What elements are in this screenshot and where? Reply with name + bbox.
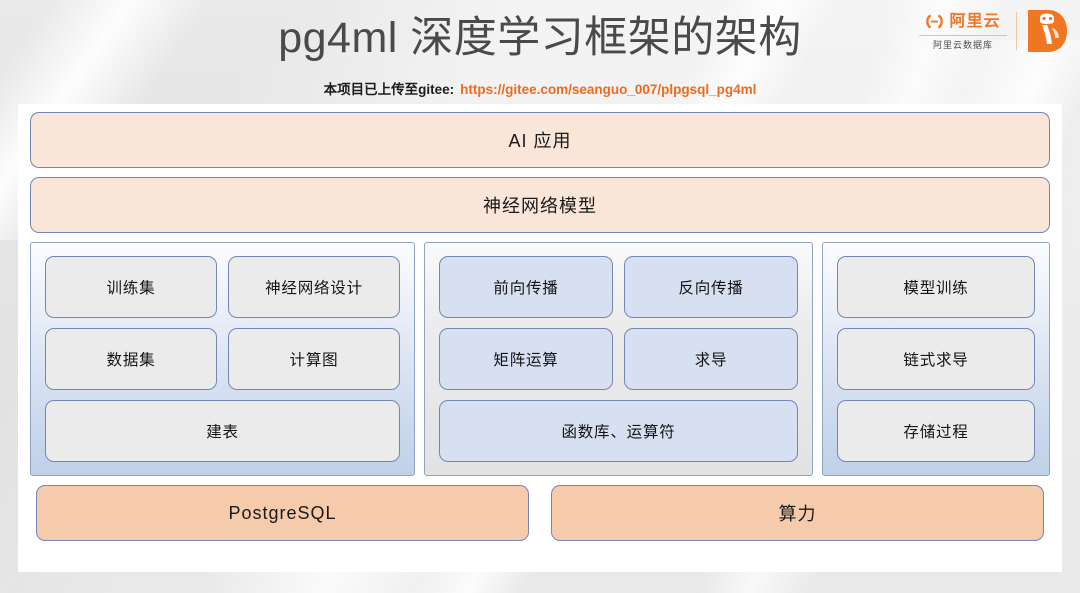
page-title: pg4ml 深度学习框架的架构 <box>278 14 802 62</box>
layer-compute-power: 算力 <box>551 485 1044 541</box>
slide-header: pg4ml 深度学习框架的架构 本项目已上传至gitee: https://git… <box>0 0 1080 100</box>
cell-model-training: 模型训练 <box>837 256 1035 318</box>
alibaba-cloud-bracket-icon <box>926 14 944 28</box>
alibaba-cloud-logo: 阿里云 阿里云数据库 <box>919 4 1068 58</box>
cell-matrix-operations: 矩阵运算 <box>439 328 613 390</box>
panel-left-row-3: 建表 <box>45 400 400 462</box>
cell-function-library-operators: 函数库、运算符 <box>439 400 798 462</box>
logo-vertical-divider <box>1016 12 1017 50</box>
panel-training-execution: 模型训练 链式求导 存储过程 <box>822 242 1050 476</box>
panel-data-and-design: 训练集 神经网络设计 数据集 计算图 建表 <box>30 242 415 476</box>
panel-right-row-3: 存储过程 <box>837 400 1035 462</box>
panel-middle-row-3: 函数库、运算符 <box>439 400 798 462</box>
cell-training-set: 训练集 <box>45 256 217 318</box>
panel-compute-core: 前向传播 反向传播 矩阵运算 求导 函数库、运算符 <box>424 242 813 476</box>
logo-sub-text: 阿里云数据库 <box>932 39 993 50</box>
layer-ai-application: AI 应用 <box>30 112 1050 168</box>
cell-derivation: 求导 <box>624 328 798 390</box>
panel-middle-row-2: 矩阵运算 求导 <box>439 328 798 390</box>
panel-right-row-2: 链式求导 <box>837 328 1035 390</box>
cell-create-table: 建表 <box>45 400 400 462</box>
logo-brand-row: 阿里云 <box>925 12 1000 31</box>
cell-stored-procedure: 存储过程 <box>837 400 1035 462</box>
panel-middle-row-1: 前向传播 反向传播 <box>439 256 798 318</box>
logo-brand-text: 阿里云 <box>949 12 1001 30</box>
database-mascot-icon <box>1028 10 1067 52</box>
subtitle-label: 本项目已上传至gitee: <box>323 82 455 97</box>
bottom-foundation-row: PostgreSQL 算力 <box>30 485 1050 541</box>
layer-postgresql: PostgreSQL <box>36 485 529 541</box>
panel-right-row-1: 模型训练 <box>837 256 1035 318</box>
panel-left-row-2: 数据集 计算图 <box>45 328 400 390</box>
cell-forward-propagation: 前向传播 <box>439 256 613 318</box>
middle-panels-row: 训练集 神经网络设计 数据集 计算图 建表 前向传播 反向传播 矩阵运算 求导 … <box>30 242 1050 476</box>
cell-neural-network-design: 神经网络设计 <box>228 256 400 318</box>
cell-computation-graph: 计算图 <box>228 328 400 390</box>
layer-neural-network-model: 神经网络模型 <box>30 177 1050 233</box>
cell-back-propagation: 反向传播 <box>624 256 798 318</box>
architecture-diagram: AI 应用 神经网络模型 训练集 神经网络设计 数据集 计算图 建表 前向传播 … <box>18 104 1062 572</box>
cell-chain-rule-derivation: 链式求导 <box>837 328 1035 390</box>
panel-left-row-1: 训练集 神经网络设计 <box>45 256 400 318</box>
logo-brand-block: 阿里云 阿里云数据库 <box>919 12 1007 51</box>
cell-dataset: 数据集 <box>45 328 217 390</box>
subtitle-line: 本项目已上传至gitee: https://gitee.com/seanguo_0… <box>0 78 1080 98</box>
logo-divider-rule <box>919 34 1007 36</box>
gitee-repo-link[interactable]: https://gitee.com/seanguo_007/plpgsql_pg… <box>460 82 757 97</box>
